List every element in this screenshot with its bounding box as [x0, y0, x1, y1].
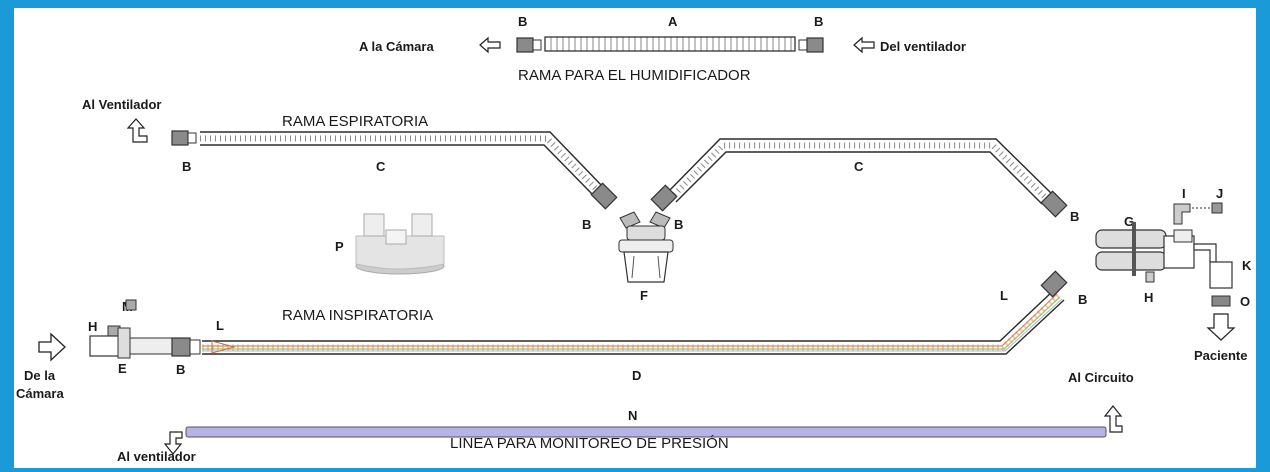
- expiratory-c-label: C: [376, 159, 386, 174]
- y-right-connector: [650, 184, 678, 212]
- e-label: E: [118, 361, 127, 376]
- y-piece-lower: [1095, 251, 1167, 271]
- expiratory-b-label: B: [182, 159, 191, 174]
- right-c-label: C: [854, 159, 864, 174]
- pressure-n-label: N: [628, 408, 637, 423]
- y-right-b-label: B: [674, 217, 683, 232]
- inspiratory-d-label: D: [632, 368, 641, 383]
- up-arrow-icon: [126, 118, 148, 143]
- i-label: I: [1182, 186, 1186, 201]
- inspiratory-title: RAMA INSPIRATORIA: [282, 307, 433, 324]
- ventilator-circuit-diagram: B A B A la Cámara Del ventilador RAMA PA…: [16, 14, 1252, 464]
- down-arrow-icon: [163, 431, 183, 455]
- adapter-o: [1211, 295, 1231, 307]
- humidifier-right-connector: [806, 37, 824, 53]
- patient-label: Paciente: [1194, 348, 1247, 363]
- from-chamber-line1: De la: [24, 368, 56, 383]
- pressure-line: N Al ventilador Al Circuito LINEA PARA M…: [117, 370, 1134, 464]
- expiratory-end-connector: [171, 130, 189, 146]
- j-label: J: [1216, 186, 1223, 201]
- y-piece-upper: [1095, 229, 1167, 249]
- pressure-to-ventilator-label: Al ventilador: [117, 449, 196, 464]
- pressure-line-title: LINEA PARA MONITOREO DE PRESIÓN: [450, 435, 729, 452]
- g-label: G: [1124, 214, 1134, 229]
- o-label: O: [1240, 294, 1250, 309]
- expiratory-patient-b-label: B: [1070, 209, 1079, 224]
- cap-j: [1211, 202, 1223, 214]
- to-chamber-label: A la Cámara: [359, 39, 434, 54]
- water-trap-f-label: F: [640, 288, 648, 303]
- right-arrow-icon: [38, 332, 66, 362]
- expiratory-title: RAMA ESPIRATORIA: [282, 113, 428, 130]
- inspiratory-b-label: B: [176, 362, 185, 377]
- humidifier-chamber: P: [335, 213, 445, 275]
- inspiratory-branch: M H E De la Cámara B L RAMA INSPIRATORIA…: [16, 270, 1087, 401]
- port-i: [1173, 203, 1191, 225]
- elbow-k: [1209, 261, 1233, 289]
- from-chamber-line2: Cámara: [16, 386, 64, 401]
- expiratory-left-connector: [590, 182, 618, 210]
- diagram-frame: B A B A la Cámara Del ventilador RAMA PA…: [14, 8, 1256, 468]
- left-l-label: L: [216, 318, 224, 333]
- humidifier-right-b-label: B: [814, 14, 823, 29]
- expiratory-branch: Al Ventilador B RAMA ESPIRATORIA C B C B…: [82, 97, 1079, 232]
- right-l-label: L: [1000, 288, 1008, 303]
- left-arrow-icon: [479, 36, 501, 54]
- humidifier-hose: [544, 36, 796, 52]
- y-left-b-label: B: [582, 217, 591, 232]
- humidifier-left-connector: [516, 37, 534, 53]
- humidifier-left-b-label: B: [518, 14, 527, 29]
- chamber-p-label: P: [335, 239, 344, 254]
- humidifier-a-label: A: [668, 14, 678, 29]
- up-arrow-icon: [1103, 405, 1123, 433]
- patient-assembly: G H I J K O Paciente: [1095, 186, 1252, 363]
- expiratory-hose-left: [200, 135, 602, 195]
- humidifier-title: RAMA PARA EL HUMIDIFICADOR: [518, 67, 751, 84]
- left-arrow-icon: [853, 36, 875, 54]
- pressure-monitoring-tube: [185, 426, 1107, 438]
- inspiratory-patient-connector: [1040, 270, 1068, 298]
- to-ventilator-label: Al Ventilador: [82, 97, 161, 112]
- left-h-label: H: [88, 319, 97, 334]
- water-trap: F: [618, 211, 674, 303]
- expiratory-patient-connector: [1040, 190, 1068, 218]
- k-label: K: [1242, 258, 1252, 273]
- temperature-port-m: [125, 299, 137, 311]
- inspiratory-connector: [171, 337, 191, 357]
- from-ventilator-label: Del ventilador: [880, 39, 966, 54]
- to-circuit-label: Al Circuito: [1068, 370, 1134, 385]
- h-label: H: [1144, 290, 1153, 305]
- humidifier-branch: B A B A la Cámara Del ventilador RAMA PA…: [359, 14, 966, 84]
- inspiratory-patient-b-label: B: [1078, 292, 1087, 307]
- down-arrow-icon: [1206, 313, 1236, 341]
- inspiratory-hose: [202, 292, 1062, 351]
